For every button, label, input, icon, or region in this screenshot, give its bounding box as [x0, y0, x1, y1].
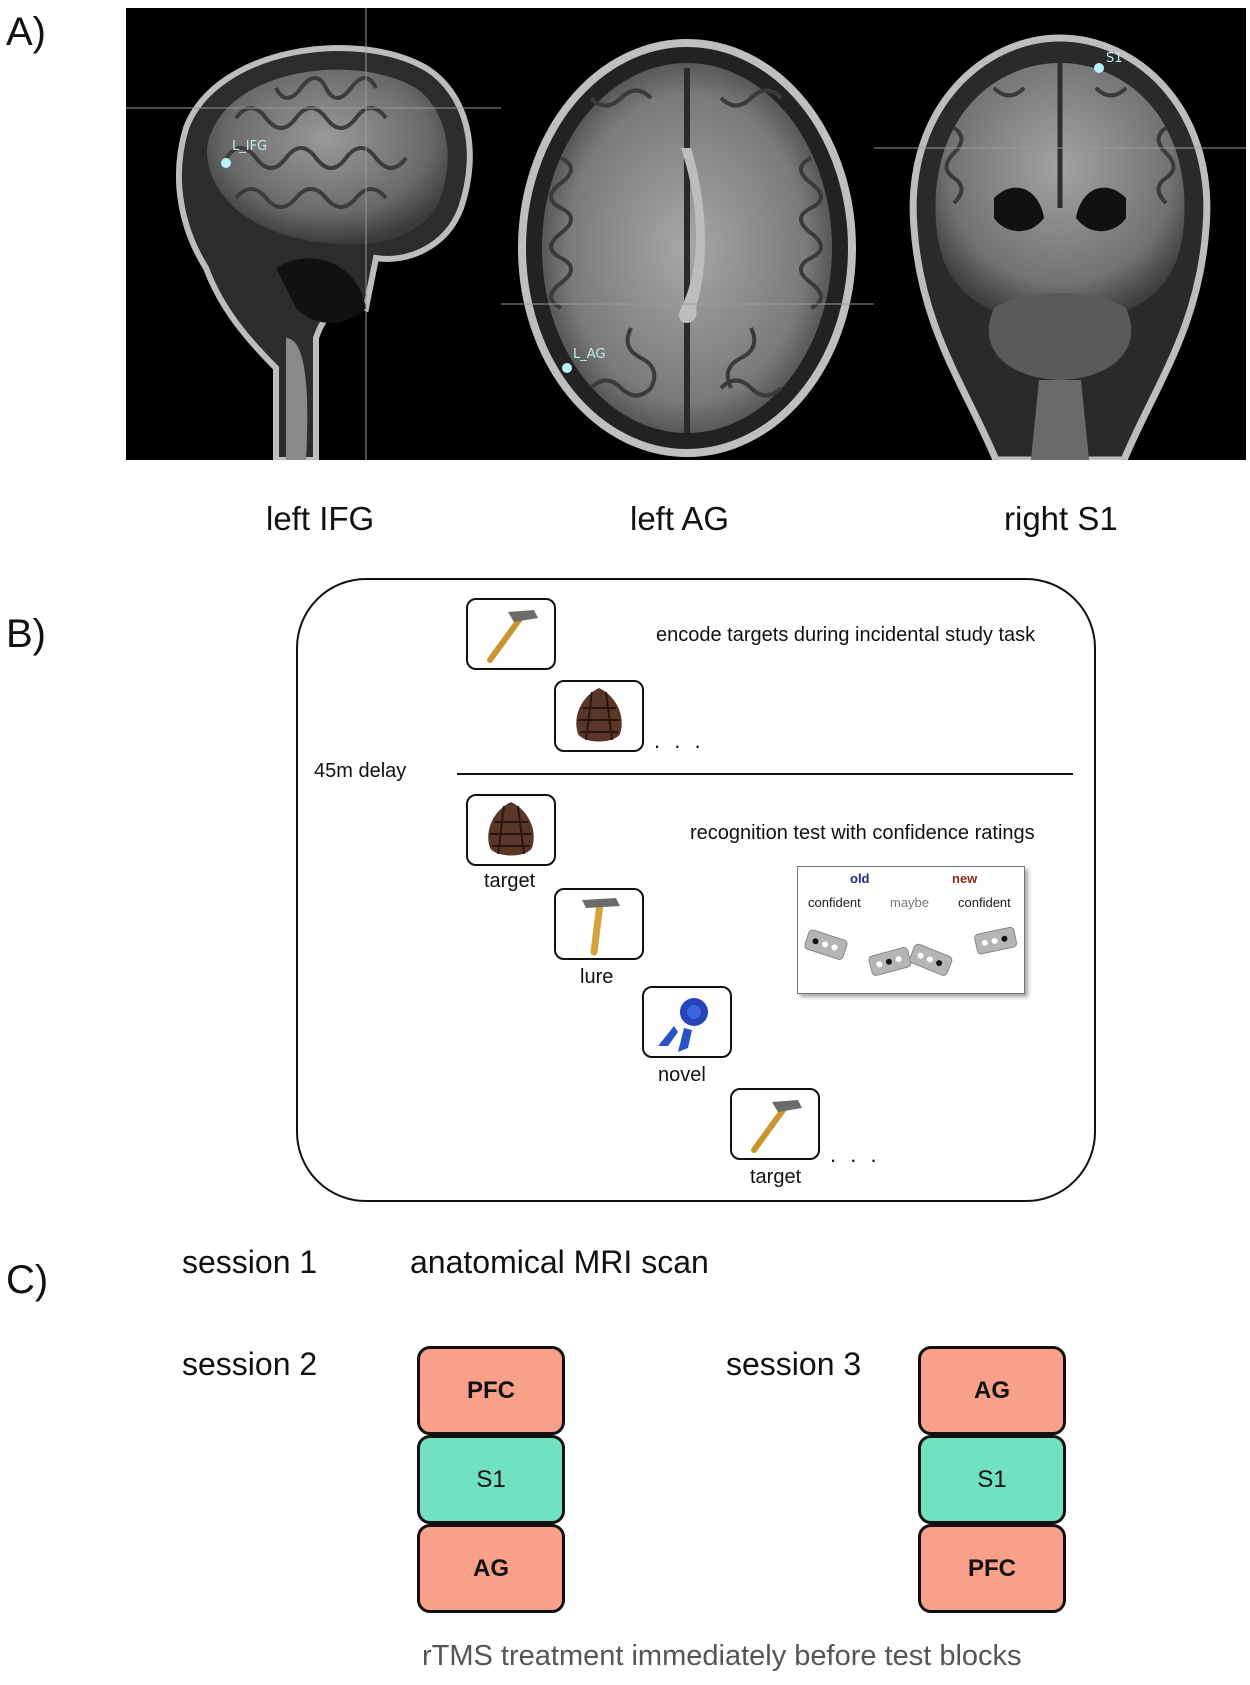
study-instruction: encode targets during incidental study t… [656, 624, 1036, 646]
hammer-icon [582, 898, 620, 956]
test-item-lure-hammer [554, 888, 644, 960]
test-item-target-hammer [730, 1088, 820, 1160]
phase-divider [457, 773, 1073, 775]
mri-image-strip: L_IFG L_AG [126, 8, 1246, 460]
panel-a-letter: A) [6, 10, 46, 54]
pinecone-icon [488, 802, 534, 856]
panel-c-letter: C) [6, 1258, 49, 1302]
ifg-marker-label: L_IFG [232, 139, 267, 154]
rating-confident-old-label: confident [808, 895, 861, 910]
study-item-hammer [466, 598, 556, 670]
hammer-icon [751, 1100, 802, 1153]
test-instruction: recognition test with confidence ratings [690, 822, 1035, 844]
caption-left-ag: left AG [630, 500, 730, 537]
rtms-note: rTMS treatment immediately before test b… [422, 1640, 1022, 1672]
button-box-icons [804, 926, 1018, 976]
rating-old-label: old [850, 871, 870, 886]
rating-new-label: new [952, 871, 978, 886]
ifg-marker [221, 158, 231, 168]
test-label-target-2: target [750, 1166, 802, 1188]
session-3-block-2: S1 [918, 1435, 1066, 1524]
session-2-block-1: PFC [417, 1346, 565, 1435]
s1-marker [1094, 63, 1104, 73]
confidence-rating-panel: old new confident maybe confident [797, 866, 1025, 994]
session-2-block-3: AG [417, 1524, 565, 1613]
s1-marker-label: S1 [1106, 51, 1123, 66]
delay-label: 45m delay [314, 760, 407, 782]
panel-b-letter: B) [6, 612, 46, 656]
test-label-novel: novel [658, 1064, 706, 1086]
test-item-target-pinecone [466, 794, 556, 866]
session-3-block-1: AG [918, 1346, 1066, 1435]
ag-marker-label: L_AG [573, 347, 605, 362]
caption-left-ifg: left IFG [266, 500, 375, 537]
hammer-icon [487, 610, 538, 663]
session-3-label: session 3 [726, 1346, 862, 1382]
coronal-mri-image: S1 [874, 8, 1246, 460]
pinecone-icon [576, 688, 622, 742]
ag-marker [562, 363, 572, 373]
rating-confident-new-label: confident [958, 895, 1011, 910]
test-label-lure: lure [580, 966, 614, 988]
session-2-block-2: S1 [417, 1435, 565, 1524]
test-item-novel-ribbon [642, 986, 732, 1058]
session-1-label: session 1 [182, 1244, 318, 1280]
test-label-target-1: target [484, 870, 536, 892]
session-3-block-3: PFC [918, 1524, 1066, 1613]
test-ellipsis: . . . [830, 1142, 881, 1167]
axial-mri-image: L_AG [501, 8, 874, 460]
session-2-label: session 2 [182, 1346, 318, 1382]
study-ellipsis: . . . [654, 728, 705, 753]
caption-right-s1: right S1 [1004, 500, 1118, 537]
session-1-description: anatomical MRI scan [410, 1244, 709, 1280]
paradigm-box [296, 578, 1096, 1202]
sagittal-mri-image: L_IFG [126, 8, 501, 460]
study-item-pinecone [554, 680, 644, 752]
ribbon-icon [658, 998, 708, 1052]
rating-maybe-label: maybe [890, 895, 930, 910]
